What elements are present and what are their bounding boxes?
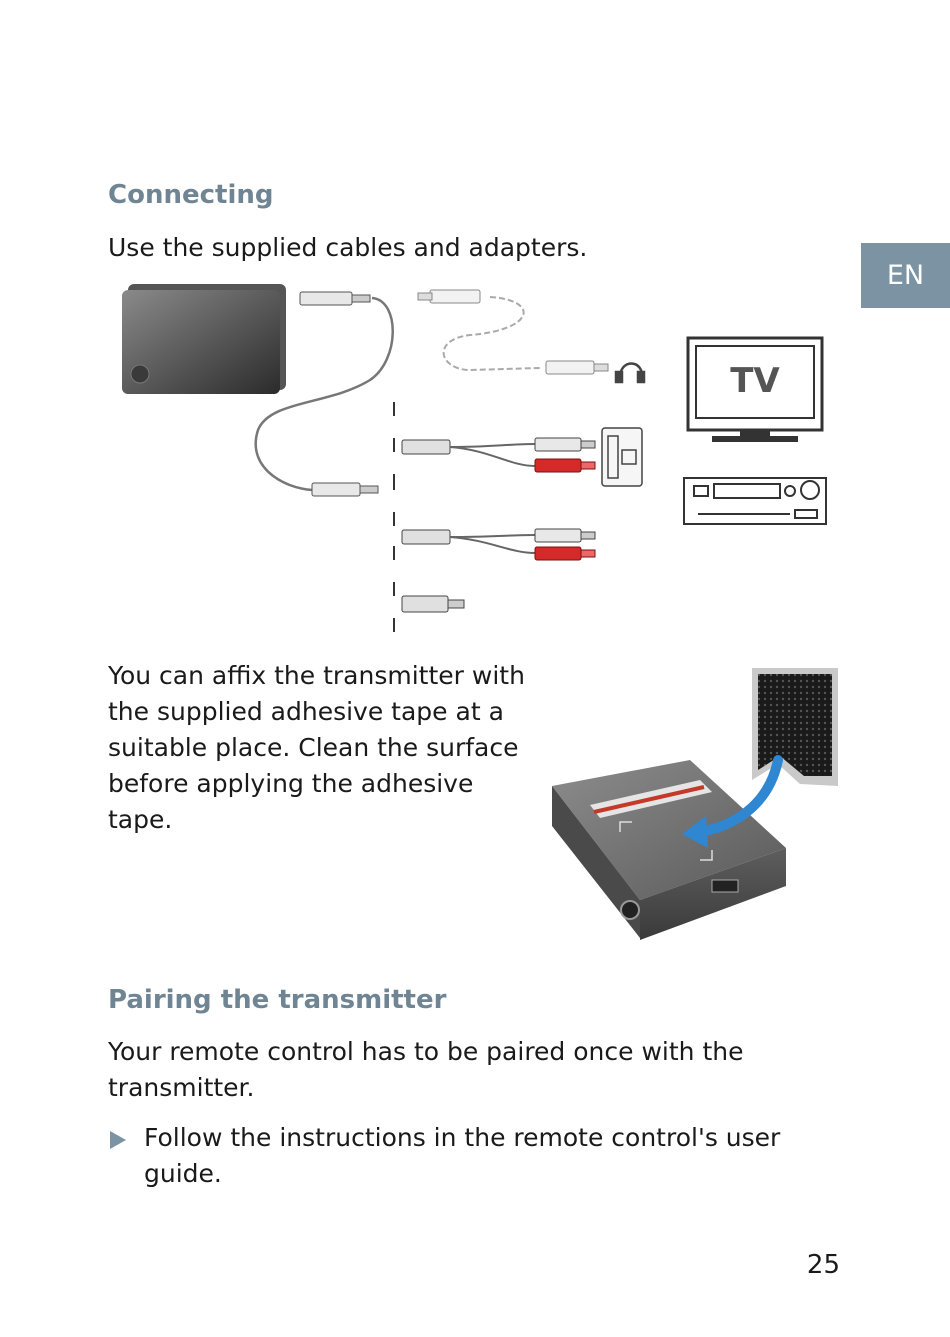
connecting-illustration: TV: [122, 284, 827, 632]
section-heading-pairing: Pairing the transmitter: [108, 985, 447, 1015]
triangle-right-icon: [110, 1131, 126, 1149]
adhesive-tape-illustration: [552, 668, 838, 940]
av-receiver-icon: [683, 477, 827, 525]
scart-adapter-icon: [601, 427, 643, 487]
pairing-text: Your remote control has to be paired onc…: [108, 1037, 744, 1102]
audio-cable-icon: [254, 291, 394, 497]
connecting-intro: Use the supplied cables and adapters.: [108, 233, 588, 262]
section-heading-connecting: Connecting: [108, 180, 274, 210]
adhesive-pad-icon: [752, 668, 838, 786]
tv-icon: TV: [686, 336, 824, 442]
headphones-icon: [614, 362, 646, 384]
page-number: 25: [806, 1250, 840, 1280]
transmitter-box-icon: [122, 284, 286, 394]
language-tab-label: EN: [886, 260, 925, 291]
language-tab: EN: [861, 243, 950, 308]
headphone-cable-icon: [417, 289, 609, 375]
rca-cable-icon: [401, 528, 596, 561]
rca-adapter-cable-icon: [401, 437, 596, 473]
jack-adapter-icon: [401, 595, 465, 613]
affix-instructions: You can affix the transmitter with the s…: [108, 661, 525, 834]
placement-arrow-icon: [682, 755, 783, 848]
transmitter-device-icon: [552, 760, 786, 940]
pairing-step-text: Follow the instructions in the remote co…: [144, 1123, 781, 1188]
tv-label: TV: [730, 361, 780, 401]
